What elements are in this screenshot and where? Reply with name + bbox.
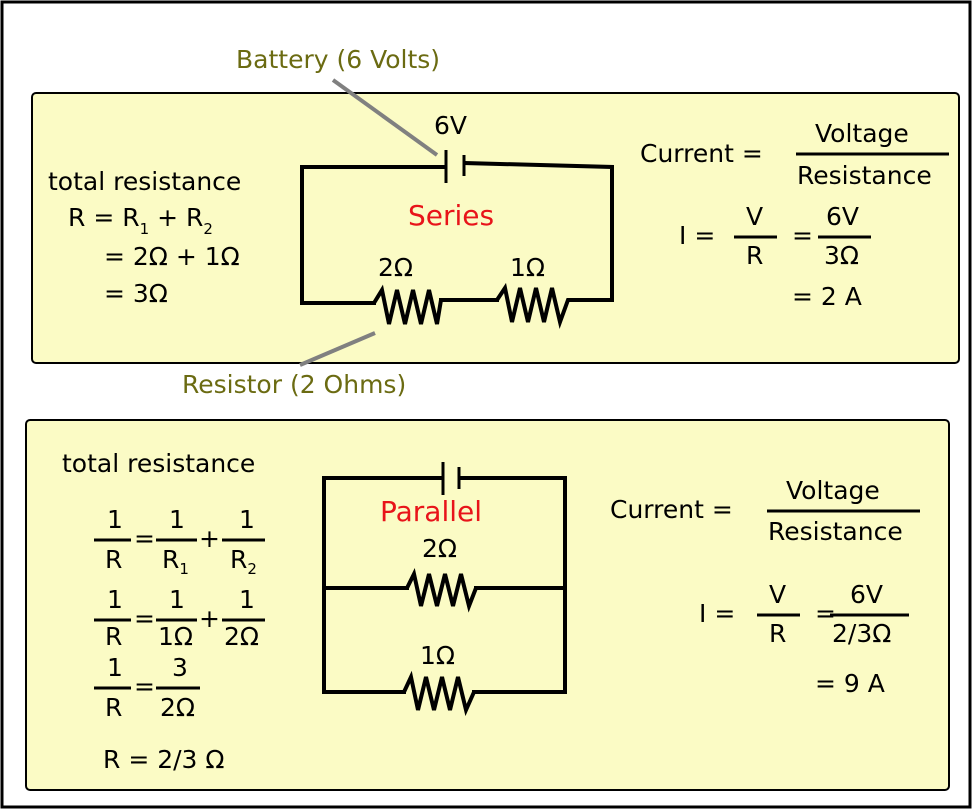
series-circuit: 6V Series 2Ω 1Ω bbox=[300, 111, 614, 329]
series-resistor-1ohm bbox=[495, 282, 572, 329]
series-wire-left bbox=[300, 165, 447, 305]
eq1-lhs-denominator: R bbox=[105, 545, 122, 574]
series-resistance-formula: R = R1 + R2 bbox=[68, 203, 213, 238]
parallel-resistor-1ohm bbox=[402, 670, 476, 717]
parallel-i-equals: = bbox=[815, 599, 836, 628]
eq1-lhs-numerator: 1 bbox=[107, 505, 123, 534]
eq2-plus: + bbox=[199, 604, 220, 633]
battery-pointer-line bbox=[331, 78, 439, 157]
parallel-equation-1: 1 R = 1 R1 + 1 R2 bbox=[94, 505, 265, 578]
eq2-equals: = bbox=[134, 604, 155, 633]
parallel-i-value-numerator: 6V bbox=[850, 580, 883, 609]
parallel-wire-right bbox=[458, 476, 567, 694]
parallel-panel-bg bbox=[25, 419, 950, 791]
series-current: Current = Voltage Resistance I = V R = 6… bbox=[640, 119, 949, 311]
parallel-resistance-heading: total resistance bbox=[62, 449, 255, 478]
series-panel: 6V Series 2Ω 1Ω total resistance R = R1 … bbox=[31, 92, 960, 364]
series-current-result: = 2 A bbox=[792, 282, 862, 311]
eq2-lhs-numerator: 1 bbox=[107, 585, 123, 614]
eq1-plus: + bbox=[199, 524, 220, 553]
parallel-resistance: total resistance 1 R = 1 R1 + 1 R2 1 R bbox=[62, 449, 265, 774]
parallel-i-value-denominator: 2/3Ω bbox=[832, 619, 891, 648]
parallel-panel: Parallel 2Ω 1Ω total resistance 1 R = 1 … bbox=[25, 419, 950, 791]
battery-annotation: Battery (6 Volts) bbox=[236, 45, 440, 74]
parallel-current-numerator: Voltage bbox=[786, 476, 880, 505]
resistor-pointer-line bbox=[299, 331, 376, 367]
parallel-equation-2: 1 R = 1 1Ω + 1 2Ω bbox=[94, 585, 265, 651]
series-resistor-1-label: 2Ω bbox=[378, 253, 413, 282]
series-i-v: V bbox=[746, 202, 763, 231]
eq2-t2-denominator: 2Ω bbox=[224, 622, 259, 651]
annotations: Battery (6 Volts) Resistor (2 Ohms) bbox=[182, 45, 440, 399]
eq1-t2-denominator: R2 bbox=[230, 545, 257, 578]
eq1-t1-denominator: R1 bbox=[162, 545, 189, 578]
series-resistance: total resistance R = R1 + R2 = 2Ω + 1Ω =… bbox=[48, 167, 241, 308]
eq1-t2-numerator: 1 bbox=[239, 505, 255, 534]
series-i-r: R bbox=[746, 241, 763, 270]
parallel-i-r: R bbox=[769, 619, 786, 648]
parallel-current-denominator: Resistance bbox=[768, 517, 903, 546]
series-i-value-denominator: 3Ω bbox=[824, 241, 859, 270]
series-resistance-step-2: = 3Ω bbox=[104, 279, 168, 308]
series-resistance-step-1: = 2Ω + 1Ω bbox=[104, 242, 240, 271]
series-circuit-type: Series bbox=[408, 199, 494, 232]
resistor-annotation: Resistor (2 Ohms) bbox=[182, 370, 406, 399]
series-panel-bg bbox=[31, 92, 960, 364]
series-resistor-2-label: 1Ω bbox=[510, 253, 545, 282]
parallel-current-result: = 9 A bbox=[815, 669, 885, 698]
eq1-equals: = bbox=[134, 524, 155, 553]
series-current-denominator: Resistance bbox=[797, 161, 932, 190]
series-resistor-2ohm bbox=[372, 284, 443, 325]
parallel-circuit-type: Parallel bbox=[380, 495, 482, 528]
parallel-resistor-2ohm bbox=[405, 568, 478, 613]
parallel-equation-3: 1 R = 3 2Ω bbox=[94, 653, 200, 722]
eq3-equals: = bbox=[134, 672, 155, 701]
parallel-circuit: Parallel 2Ω 1Ω bbox=[322, 462, 567, 717]
eq2-lhs-denominator: R bbox=[105, 622, 122, 651]
parallel-wire-left bbox=[322, 476, 443, 694]
parallel-resistor-2-label: 1Ω bbox=[420, 641, 455, 670]
parallel-current: Current = Voltage Resistance I = V R = 6… bbox=[610, 476, 920, 698]
parallel-resistor-1-label: 2Ω bbox=[422, 534, 457, 563]
eq2-t1-numerator: 1 bbox=[169, 585, 185, 614]
parallel-current-label: Current = bbox=[610, 495, 733, 524]
eq2-t2-numerator: 1 bbox=[239, 585, 255, 614]
series-current-numerator: Voltage bbox=[815, 119, 909, 148]
eq3-denominator: 2Ω bbox=[160, 693, 195, 722]
parallel-i-label: I = bbox=[699, 599, 735, 628]
eq3-numerator: 3 bbox=[172, 653, 188, 682]
parallel-resistance-result: R = 2/3 Ω bbox=[103, 745, 225, 774]
parallel-i-v: V bbox=[769, 580, 786, 609]
series-wire-right bbox=[462, 160, 614, 302]
series-i-label: I = bbox=[679, 221, 715, 250]
eq3-lhs-numerator: 1 bbox=[107, 653, 123, 682]
series-battery-voltage: 6V bbox=[434, 111, 467, 140]
series-current-label: Current = bbox=[640, 139, 763, 168]
eq1-t1-numerator: 1 bbox=[169, 505, 185, 534]
series-i-equals: = bbox=[792, 221, 813, 250]
series-resistance-heading: total resistance bbox=[48, 167, 241, 196]
eq3-lhs-denominator: R bbox=[105, 693, 122, 722]
series-i-value-numerator: 6V bbox=[826, 202, 859, 231]
eq2-t1-denominator: 1Ω bbox=[158, 622, 193, 651]
